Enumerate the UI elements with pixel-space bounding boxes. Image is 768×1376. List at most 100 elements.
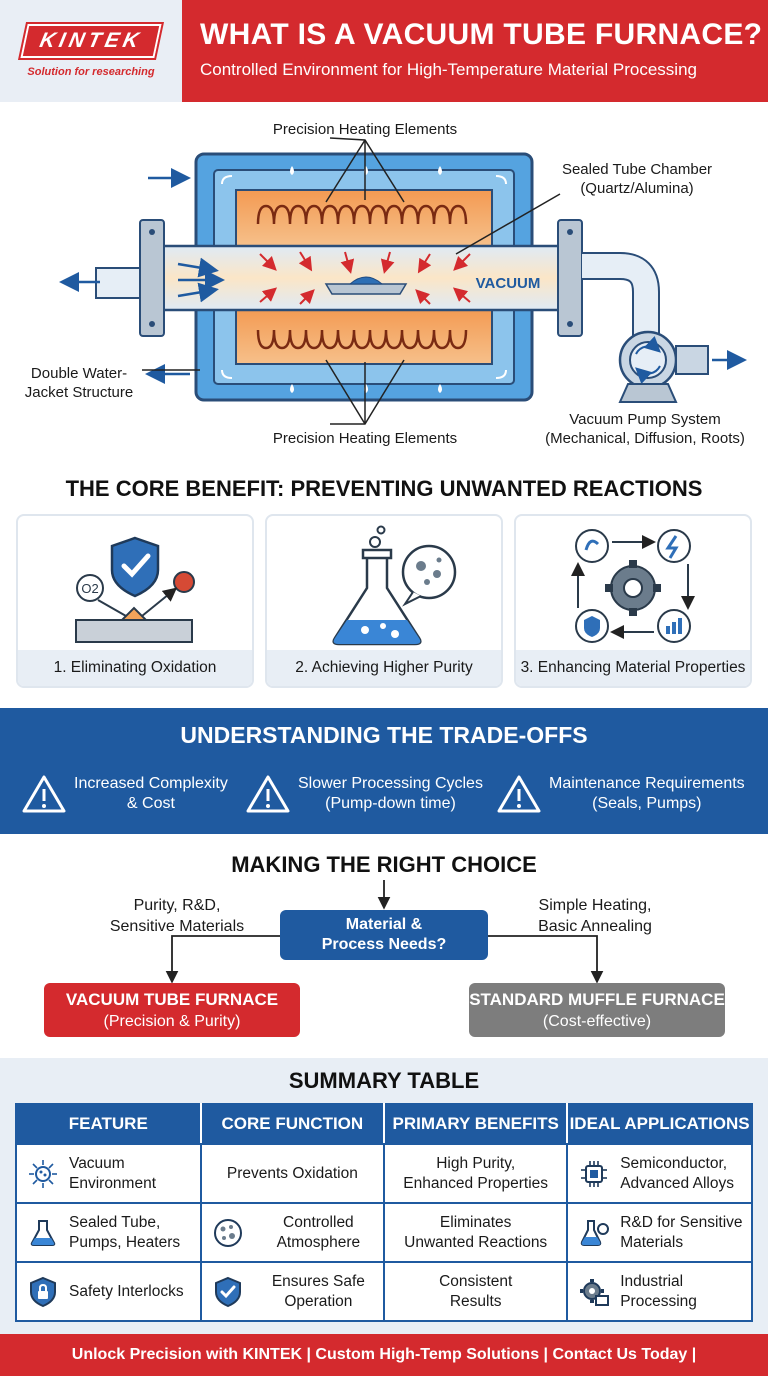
cell-line1: Eliminates	[439, 1213, 512, 1231]
tradeoff-text: Maintenance Requirements (Seals, Pumps)	[549, 774, 745, 814]
lock-shield-icon	[30, 1276, 56, 1307]
logo-tagline: Solution for researching	[27, 66, 155, 78]
page-title: WHAT IS A VACUUM TUBE FURNACE?	[200, 18, 763, 51]
cell-line1: Prevents Oxidation	[226, 1164, 358, 1182]
atmosphere-icon	[213, 1218, 242, 1247]
gear-cycle-icon	[571, 529, 695, 643]
vacuum-tube-furnace-sub: (Precision & Purity)	[103, 1013, 241, 1030]
chip-icon	[581, 1160, 608, 1187]
vacuum-tube-furnace-label: VACUUM TUBE FURNACE	[65, 990, 279, 1009]
left-condition: Purity, R&D, Sensitive Materials	[92, 895, 262, 937]
standard-muffle-furnace-label: STANDARD MUFFLE FURNACE	[469, 990, 725, 1009]
tradeoffs-section: UNDERSTANDING THE TRADE-OFFS Increased C…	[0, 708, 768, 834]
shield-check-icon	[214, 1276, 241, 1307]
decision-node-line1: Material &	[345, 916, 423, 933]
column-header: CORE FUNCTION	[199, 1103, 386, 1145]
standard-muffle-furnace-option[interactable]: STANDARD MUFFLE FURNACE (Cost-effective)	[469, 983, 725, 1037]
label-heating-top: Precision Heating Elements	[272, 121, 458, 138]
cell-line1: High Purity,	[436, 1154, 516, 1172]
standard-muffle-furnace-sub: (Cost-effective)	[542, 1013, 652, 1030]
tradeoff-text-line1: Slower Processing Cycles	[298, 775, 483, 792]
summary-title: SUMMARY TABLE	[288, 1068, 480, 1093]
warning-icon	[22, 775, 66, 813]
vacuum-tube-furnace-option[interactable]: VACUUM TUBE FURNACE (Precision & Purity)	[44, 983, 300, 1037]
flask-icon	[332, 525, 457, 646]
tradeoff-text-line2: & Cost	[126, 795, 175, 812]
cell-line1: Sealed Tube,	[69, 1213, 161, 1231]
right-condition-line2: Basic Annealing	[538, 918, 652, 935]
tradeoff-text-line1: Maintenance Requirements	[549, 775, 745, 792]
summary-table: FEATURE CORE FUNCTION PRIMARY BENEFITS I…	[15, 1103, 753, 1322]
label-tube-chamber: Sealed Tube Chamber (Quartz/Alumina)	[532, 160, 742, 198]
vacuum-icon	[29, 1159, 57, 1188]
tradeoff-text: Slower Processing Cycles(Pump-down time)	[298, 774, 483, 814]
oxygen-symbol: O2	[81, 581, 98, 596]
feature-cell: Sealed Tube, Pumps, Heaters	[15, 1202, 202, 1263]
cell-line2: Environment	[69, 1174, 157, 1192]
tradeoff-text-line2: (Seals, Pumps)	[592, 795, 702, 812]
label-vacuum-pump: Vacuum Pump System (Mechanical, Diffusio…	[530, 410, 760, 448]
cell-line1: R&D for Sensitive	[620, 1213, 743, 1231]
logo[interactable]: KINTEK Solution for researching	[0, 0, 182, 102]
core-benefit-title: THE CORE BENEFIT: PREVENTING UNWANTED RE…	[65, 476, 703, 501]
decision-node-line2: Process Needs?	[321, 936, 447, 953]
decision-node[interactable]: Material & Process Needs?	[280, 910, 488, 960]
label-tube-chamber-line2: (Quartz/Alumina)	[580, 180, 694, 197]
cell-line2: Processing	[620, 1292, 697, 1310]
shield-check-icon: O2	[75, 536, 195, 643]
benefit-card-oxidation: O2 1. Eliminating Oxidation	[16, 514, 254, 688]
cell-line1: Safety Interlocks	[69, 1282, 184, 1300]
right-condition-line1: Simple Heating,	[538, 897, 652, 914]
cell-line1: Ensures Safe	[271, 1272, 365, 1290]
column-header: PRIMARY BENEFITS	[383, 1103, 569, 1145]
function-cell: Prevents Oxidation	[199, 1143, 386, 1204]
warning-icon	[246, 775, 290, 813]
left-condition-line1: Purity, R&D,	[133, 897, 221, 914]
table-header-row: FEATURE CORE FUNCTION PRIMARY BENEFITS I…	[15, 1103, 753, 1145]
cell-line1: Controlled	[283, 1213, 354, 1231]
choice-flow-lines	[165, 880, 604, 984]
cell-line2: Enhanced Properties	[403, 1174, 549, 1192]
label-tube-chamber-line1: Sealed Tube Chamber	[561, 161, 713, 178]
tradeoff-item-slower-cycles: Slower Processing Cycles(Pump-down time)	[246, 772, 483, 816]
benefit-cell: High Purity, Enhanced Properties	[383, 1143, 569, 1204]
benefit-card-properties: 3. Enhancing Material Properties	[514, 514, 752, 688]
cell-line2: Advanced Alloys	[620, 1174, 734, 1192]
cell-line2: Results	[449, 1292, 502, 1310]
furnace-diagram-art	[59, 137, 747, 425]
title-banner: WHAT IS A VACUUM TUBE FURNACE? Controlle…	[182, 0, 768, 102]
label-vacuum: VACUUM	[475, 275, 541, 292]
cell-line2: Pumps, Heaters	[69, 1233, 181, 1251]
cell-line2: Unwanted Reactions	[404, 1233, 548, 1251]
column-header: FEATURE	[15, 1103, 202, 1145]
benefit-card-label: 1. Eliminating Oxidation	[18, 650, 252, 686]
left-condition-line2: Sensitive Materials	[109, 918, 245, 935]
application-cell: Semiconductor, Advanced Alloys	[566, 1143, 753, 1204]
tradeoff-text-line1: Increased Complexity	[74, 775, 228, 792]
tradeoff-text: Increased Complexity & Cost	[74, 774, 228, 814]
cell-line2: Operation	[284, 1292, 353, 1310]
benefit-card-label: 3. Enhancing Material Properties	[516, 650, 750, 686]
logo-mark: KINTEK	[18, 22, 164, 60]
label-vacuum-pump-line2: (Mechanical, Diffusion, Roots)	[545, 430, 745, 447]
page-subtitle: Controlled Environment for High-Temperat…	[200, 60, 697, 79]
benefit-card-purity: 2. Achieving Higher Purity	[265, 514, 503, 688]
benefit-card-label: 2. Achieving Higher Purity	[267, 650, 501, 686]
feature-cell: Safety Interlocks	[15, 1261, 202, 1322]
right-condition: Simple Heating, Basic Annealing	[520, 895, 670, 937]
footer-banner[interactable]: Unlock Precision with KINTEK | Custom Hi…	[0, 1334, 768, 1376]
lab-equipment-icon	[580, 1219, 610, 1246]
industrial-gear-icon	[580, 1278, 610, 1306]
cell-line1: Semiconductor,	[620, 1154, 728, 1172]
label-water-jacket-line2: Jacket Structure	[24, 384, 134, 401]
label-water-jacket-line1: Double Water-	[30, 365, 128, 382]
